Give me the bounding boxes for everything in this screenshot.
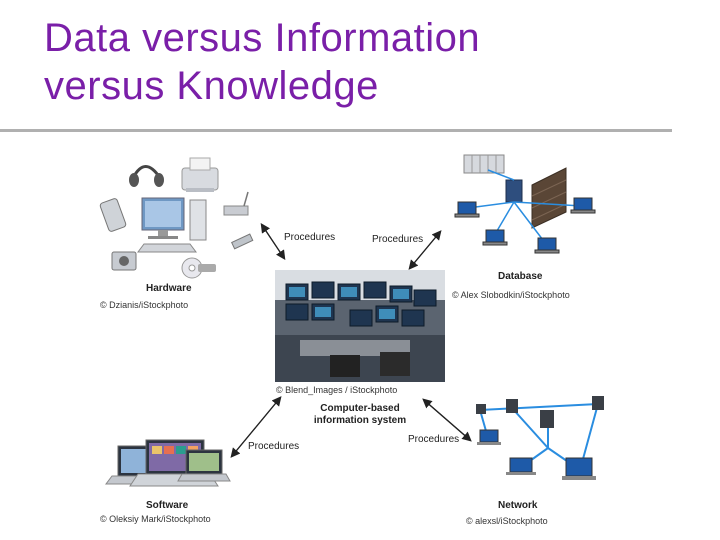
- title-divider: [0, 129, 672, 132]
- center-label-line-2: information system: [313, 415, 407, 426]
- hardware-credit: © Dzianis/iStockphoto: [100, 300, 189, 310]
- software-credit: © Oleksiy Mark/iStockphoto: [100, 514, 211, 524]
- monitor-icon: [141, 197, 185, 239]
- network-image: [476, 396, 604, 480]
- title-line-2: versus Knowledge: [44, 64, 379, 108]
- headphones-icon: [129, 165, 164, 187]
- software-label: Software: [146, 500, 189, 511]
- procedures-label-top-right: Procedures: [372, 234, 424, 245]
- control-room-image: [275, 270, 445, 382]
- usb-drive-icon: [231, 233, 254, 250]
- center-label: Computer-based information system: [300, 403, 420, 427]
- procedures-label-top-left: Procedures: [284, 232, 336, 243]
- procedures-label-bottom-left: Procedures: [248, 441, 300, 452]
- camera-icon: [111, 251, 137, 271]
- printer-icon: [181, 157, 219, 192]
- keyboard-icon: [137, 243, 197, 253]
- software-image: [105, 439, 231, 487]
- firewall-icon: [531, 167, 567, 229]
- database-credit: © Alex Slobodkin/iStockphoto: [452, 290, 570, 300]
- network-credit: © alexsl/iStockphoto: [466, 516, 548, 526]
- laptop-icon: [177, 449, 231, 482]
- network-node-icon: [476, 396, 604, 428]
- laptop-icon: [477, 429, 596, 480]
- database-label: Database: [498, 271, 543, 282]
- arrow-bottom-right-reverse: [422, 398, 471, 441]
- laptop-icon: [454, 197, 596, 254]
- hardware-label: Hardware: [146, 283, 192, 294]
- hardware-image: [99, 157, 254, 279]
- slide-title: Data versus Information versus Knowledge: [44, 14, 684, 110]
- arrow-top-left-reverse: [261, 224, 286, 260]
- database-image: [454, 154, 596, 254]
- servers-icon: [463, 154, 505, 174]
- procedure-arrows: [230, 223, 472, 458]
- mobile-phone-icon: [99, 198, 127, 232]
- network-label: Network: [498, 500, 538, 511]
- database-server-icon: [505, 179, 523, 203]
- arrow-bottom-left-reverse: [231, 396, 282, 457]
- procedures-label-bottom-right: Procedures: [408, 434, 460, 445]
- center-credit: © Blend_Images / iStockphoto: [276, 385, 398, 395]
- title-line-1: Data versus Information: [44, 16, 481, 60]
- disc-icon: [181, 257, 216, 279]
- pc-tower-icon: [189, 199, 207, 241]
- center-label-line-1: Computer-based: [320, 403, 400, 414]
- router-icon: [223, 191, 249, 216]
- arrow-top-right-reverse: [409, 230, 442, 269]
